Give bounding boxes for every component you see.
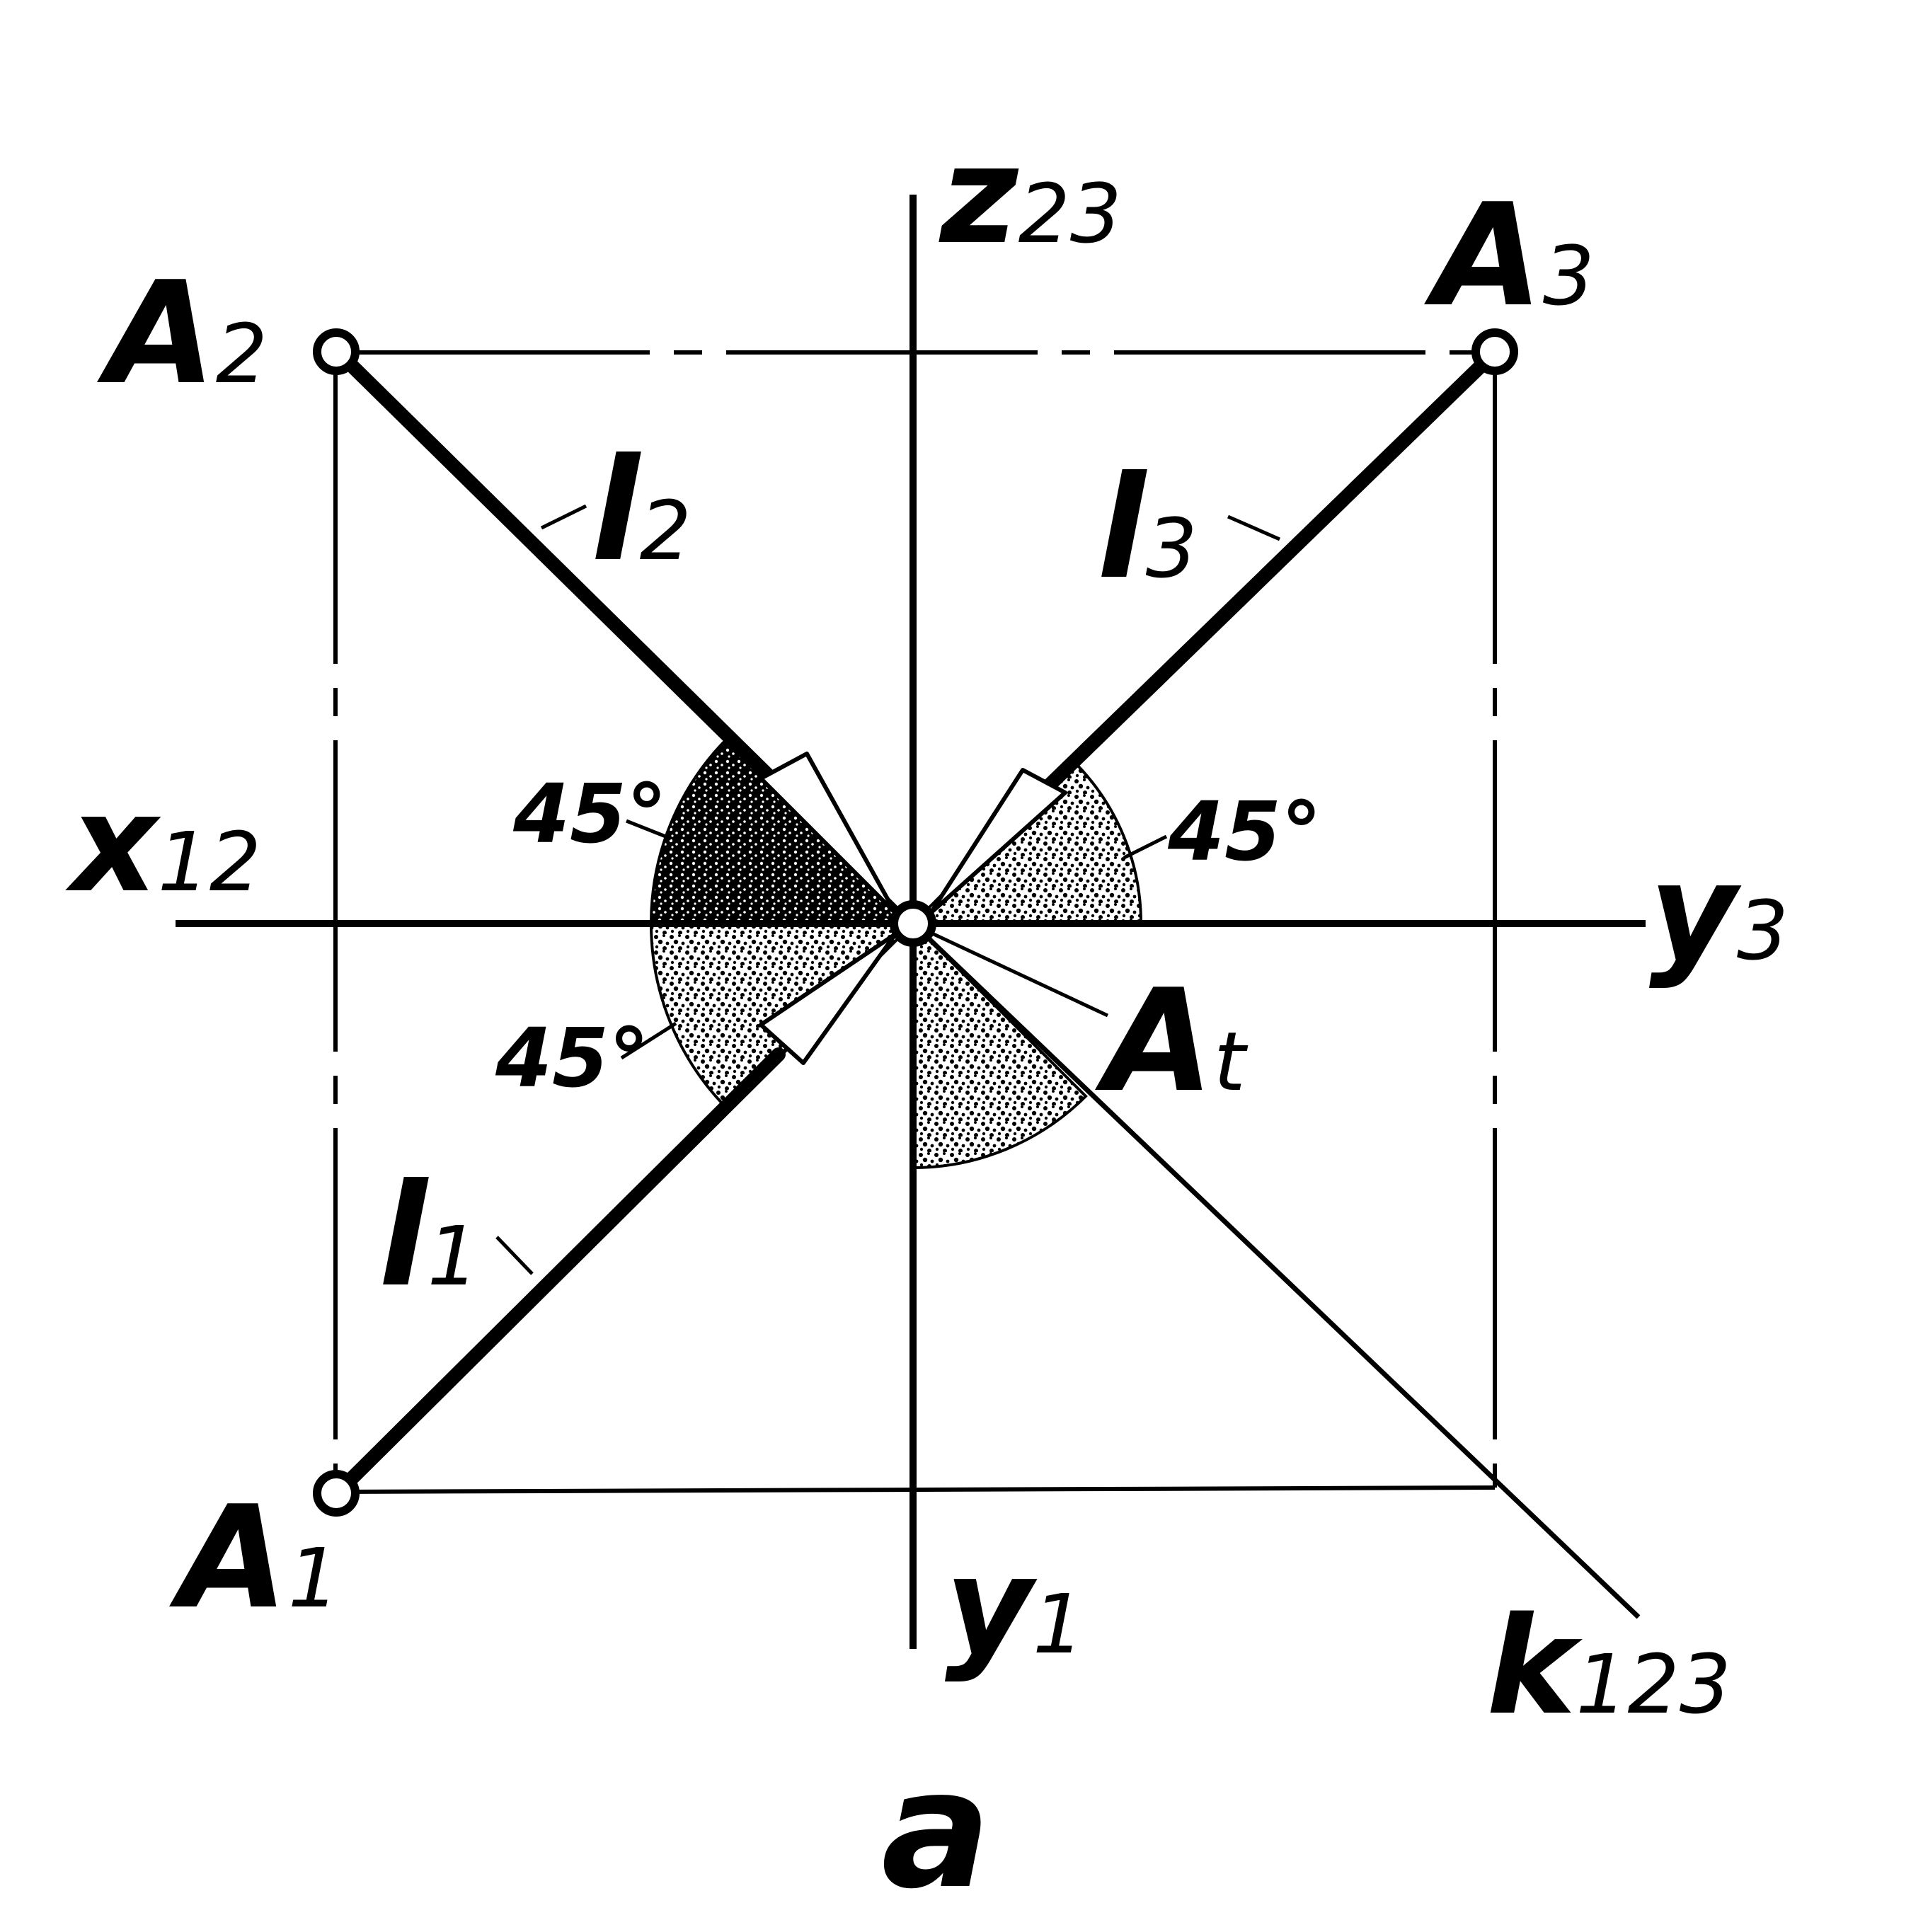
label-z23: z23 xyxy=(939,117,1122,274)
angle-label-lower-left: 45° xyxy=(495,1011,650,1106)
label-At: At xyxy=(1095,959,1249,1124)
label-y3: y3 xyxy=(1649,834,1789,991)
angle-label-upper-right: 45° xyxy=(1167,785,1322,880)
point-At xyxy=(890,900,936,947)
label-A1: A1 xyxy=(169,1476,340,1640)
leader-45-ul xyxy=(626,819,672,841)
point-A3 xyxy=(1471,328,1518,375)
label-k123: k123 xyxy=(1486,1588,1731,1744)
leader-45-ll xyxy=(620,1021,677,1060)
label-l1: l1 xyxy=(379,1154,479,1318)
label-y1: y1 xyxy=(945,1528,1084,1684)
sector-upper-left xyxy=(649,736,917,925)
point-A2 xyxy=(313,328,360,375)
construction-lines xyxy=(333,350,1497,1492)
label-l3: l3 xyxy=(1097,446,1198,611)
figure-label: a xyxy=(881,1736,991,1925)
leader-l2 xyxy=(540,504,587,530)
wedge-lower-left xyxy=(759,932,897,1065)
wedge-upper-right xyxy=(929,768,1067,915)
label-A3: A3 xyxy=(1424,173,1595,338)
point-A1 xyxy=(313,1470,360,1517)
points xyxy=(313,328,1518,1517)
label-A2: A2 xyxy=(97,251,268,416)
line-l3 xyxy=(1040,345,1502,794)
k-axis xyxy=(911,921,1641,1619)
sector-lower-right xyxy=(912,920,1088,1170)
label-x12: x12 xyxy=(65,766,261,922)
leader-l1 xyxy=(495,1236,534,1275)
leader-45-ur xyxy=(1123,834,1168,860)
wedge-upper-left xyxy=(759,752,897,915)
line-l2 xyxy=(331,345,786,793)
bottom-link-line xyxy=(338,1485,1496,1494)
line-l1 xyxy=(331,1047,786,1499)
sector-upper-right xyxy=(909,760,1143,925)
leader-lines xyxy=(495,504,1281,1275)
wedges xyxy=(759,752,1067,1065)
label-l2: l2 xyxy=(591,428,691,593)
projection-lines xyxy=(331,345,1502,1499)
leader-l3 xyxy=(1227,514,1281,541)
leader-At xyxy=(929,931,1109,1018)
angle-label-upper-left: 45° xyxy=(512,767,667,862)
